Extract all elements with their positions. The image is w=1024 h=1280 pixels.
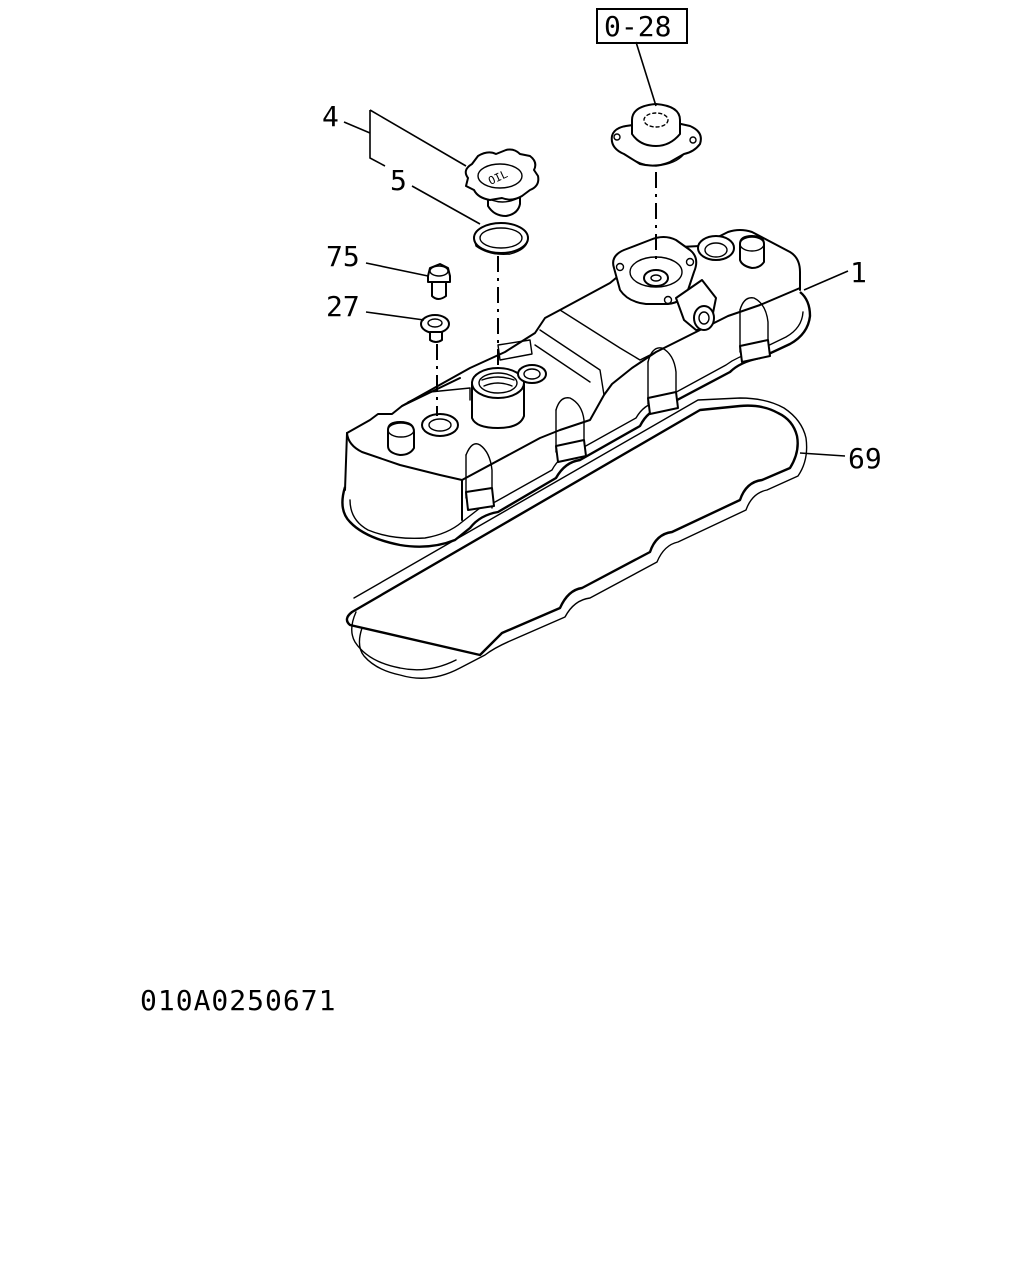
bolt bbox=[427, 263, 451, 300]
label-reference: 0-28 bbox=[604, 10, 671, 43]
assembly-centerlines bbox=[436, 172, 657, 416]
label-part-1: 1 bbox=[850, 256, 867, 289]
document-code: 010A0250671 bbox=[140, 984, 337, 1017]
valve-cover bbox=[341, 229, 812, 548]
leader-lines bbox=[343, 41, 849, 457]
label-part-69: 69 bbox=[848, 442, 882, 475]
pcv-valve-assembly bbox=[610, 103, 702, 167]
reference-box bbox=[596, 8, 688, 44]
label-part-4: 4 bbox=[322, 100, 339, 133]
label-part-27: 27 bbox=[326, 290, 360, 323]
oil-filler-cap: OIL bbox=[464, 148, 540, 217]
rocker-cover-gasket bbox=[345, 397, 808, 679]
label-part-5: 5 bbox=[390, 164, 407, 197]
label-part-75: 75 bbox=[326, 240, 360, 273]
sealing-washer bbox=[420, 314, 450, 343]
o-ring bbox=[473, 222, 529, 256]
part-labels: 4 5 75 27 1 69 0-28 bbox=[322, 8, 882, 475]
